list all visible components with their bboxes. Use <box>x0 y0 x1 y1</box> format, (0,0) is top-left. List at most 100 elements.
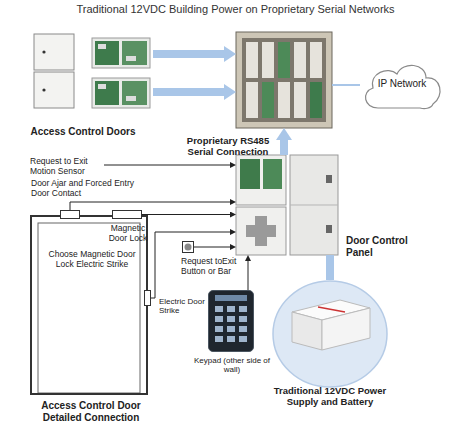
psu-side <box>322 308 370 350</box>
node-label: Electric Door Strike <box>159 297 209 315</box>
controller-module <box>262 82 274 118</box>
system-link <box>153 50 224 58</box>
keypad-display <box>215 295 247 301</box>
node-label: Access Control Doors <box>28 126 138 138</box>
node-label: Traditional 12VDC Power Supply and Batte… <box>260 386 400 408</box>
keypad-key <box>239 336 247 342</box>
diagram-title: Traditional 12VDC Building Power on Prop… <box>0 3 471 16</box>
circuit-board <box>240 159 260 189</box>
node-label: IP Network <box>360 78 444 90</box>
node-label: Magnetic Door Lock <box>105 224 151 244</box>
door-group: Access Control Doors <box>28 30 153 140</box>
device-label: Request to Exit Motion Sensor <box>30 157 108 177</box>
keypad-key <box>239 326 247 332</box>
board-chip <box>98 44 106 49</box>
psu-front <box>292 312 322 350</box>
signal-wire <box>70 202 230 210</box>
keypad-key <box>227 326 235 332</box>
cover-latch <box>326 225 332 233</box>
door-controller-illustration <box>92 38 150 108</box>
keypad-key <box>239 316 247 322</box>
motion-sensor-wire <box>104 165 230 166</box>
keypad-key <box>215 306 223 312</box>
power-distribution <box>246 216 276 246</box>
node-label: Door Ajar and Forced Entry Door Contact <box>31 179 149 199</box>
magnetic-lock: Magnetic Door Lock <box>112 210 142 219</box>
circuit-board <box>95 81 119 105</box>
button-face <box>185 244 192 251</box>
cabinet-door <box>34 72 74 108</box>
system-link <box>153 88 224 96</box>
controller-module <box>294 42 306 78</box>
cabinet-door <box>34 34 74 70</box>
cover-latch <box>326 175 332 183</box>
signal-wire <box>194 247 230 248</box>
keypad-key <box>215 316 223 322</box>
board-chip <box>126 56 136 61</box>
signal-wire <box>151 232 230 298</box>
keypad-key <box>227 316 235 322</box>
panel-enclosure <box>236 155 286 205</box>
device-label: Choose Magnetic Door Lock Electric Strik… <box>44 250 140 270</box>
power-supply: Traditional 12VDC Power Supply and Batte… <box>272 280 388 388</box>
controller-module <box>246 82 258 118</box>
door-contact: Door Ajar and Forced Entry Door Contact <box>60 210 80 219</box>
keypad: Keypad (other side of wall) <box>208 290 254 352</box>
board-chip <box>98 84 106 89</box>
psu-label-mark <box>318 307 345 312</box>
keypad-key <box>227 306 235 312</box>
access-controller: Proprietary RS485 Serial Connection <box>236 32 332 128</box>
cabinet-lock <box>42 50 45 53</box>
node-label: Proprietary RS485 Serial Connection <box>178 136 278 158</box>
circle-shape <box>273 281 387 387</box>
controller-module <box>278 82 290 118</box>
electric-strike: Electric Door Strike <box>144 290 151 306</box>
door-leaf <box>38 223 140 393</box>
keypad-key <box>239 306 247 312</box>
controller-module <box>278 42 290 78</box>
cover-seam <box>290 205 338 206</box>
controller-module <box>310 42 322 78</box>
node-label: Door Control Panel <box>346 235 410 258</box>
controller-enclosure <box>92 78 150 108</box>
network-cloud: IP Network <box>360 58 444 112</box>
exit-button: Request toExit Button or Bar <box>182 241 194 253</box>
door-frame: Access Control Door Detailed ConnectionD… <box>30 215 148 395</box>
circuit-board <box>122 81 147 105</box>
controller-module <box>246 42 258 78</box>
cabinet-lock <box>42 88 45 91</box>
panel-enclosure <box>236 207 286 255</box>
node-label: Request toExit Button or Bar <box>181 257 247 277</box>
circuit-board <box>263 159 282 189</box>
door-panel-illustration <box>236 155 338 255</box>
keypad-key <box>215 336 223 342</box>
panel-cover <box>290 155 338 255</box>
main-controller-illustration <box>236 32 332 128</box>
signal-wire <box>248 261 249 290</box>
network-link <box>332 84 360 86</box>
door-control-panel: Door Control Panel <box>236 155 338 255</box>
door-cabinet-illustration <box>34 34 74 108</box>
signal-wire <box>142 214 230 215</box>
power-supply-illustration <box>292 300 370 350</box>
node-label: Keypad (other side of wall) <box>189 356 275 374</box>
keypad-key <box>215 326 223 332</box>
controller-module <box>294 82 306 118</box>
board-chip <box>126 96 136 101</box>
keypad-keys <box>215 295 247 342</box>
circuit-board <box>122 41 147 65</box>
system-link <box>326 255 334 280</box>
controller-cabinet <box>236 32 332 128</box>
system-link <box>280 140 288 155</box>
circuit-board <box>95 41 119 65</box>
psu-top <box>292 300 370 320</box>
controller-module <box>310 82 322 118</box>
controller-enclosure <box>92 38 150 68</box>
circle-outline <box>272 280 388 388</box>
node-label: Access Control Door Detailed Connection <box>32 400 150 423</box>
keypad-key <box>227 336 235 342</box>
